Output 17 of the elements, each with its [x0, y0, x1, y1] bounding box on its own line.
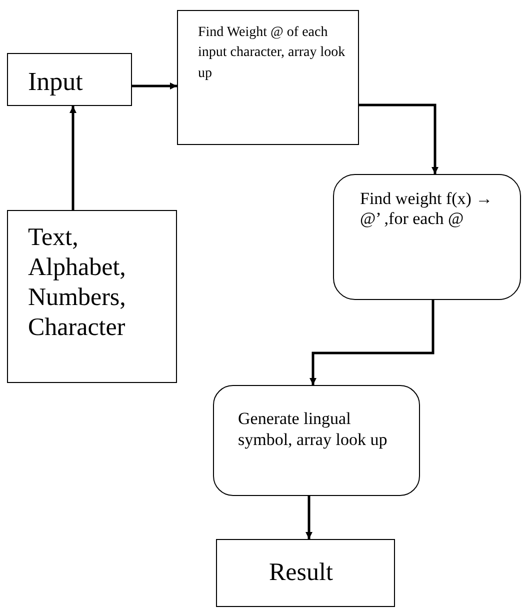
node-label: Generate lingual symbol, array look up: [238, 408, 388, 450]
rounded-process-box: [213, 385, 420, 496]
arrow: [359, 104, 438, 174]
process-box: [7, 210, 177, 383]
node-label: Result: [269, 558, 334, 588]
arrow: [132, 82, 177, 90]
node-label: Text, Alphabet, Numbers, Character: [28, 223, 127, 343]
node-label: Find Weight @ of each input character, array look up: [198, 24, 346, 83]
process-box: [177, 10, 359, 145]
node-label: Find weight f(x) → @’ ,for each @: [360, 189, 494, 230]
rounded-process-box: [333, 174, 521, 300]
process-box: [7, 53, 132, 106]
arrow: [310, 300, 434, 385]
arrow: [70, 106, 76, 210]
node-label: Input: [28, 66, 84, 98]
arrow: [306, 496, 312, 539]
process-box: [216, 539, 395, 607]
